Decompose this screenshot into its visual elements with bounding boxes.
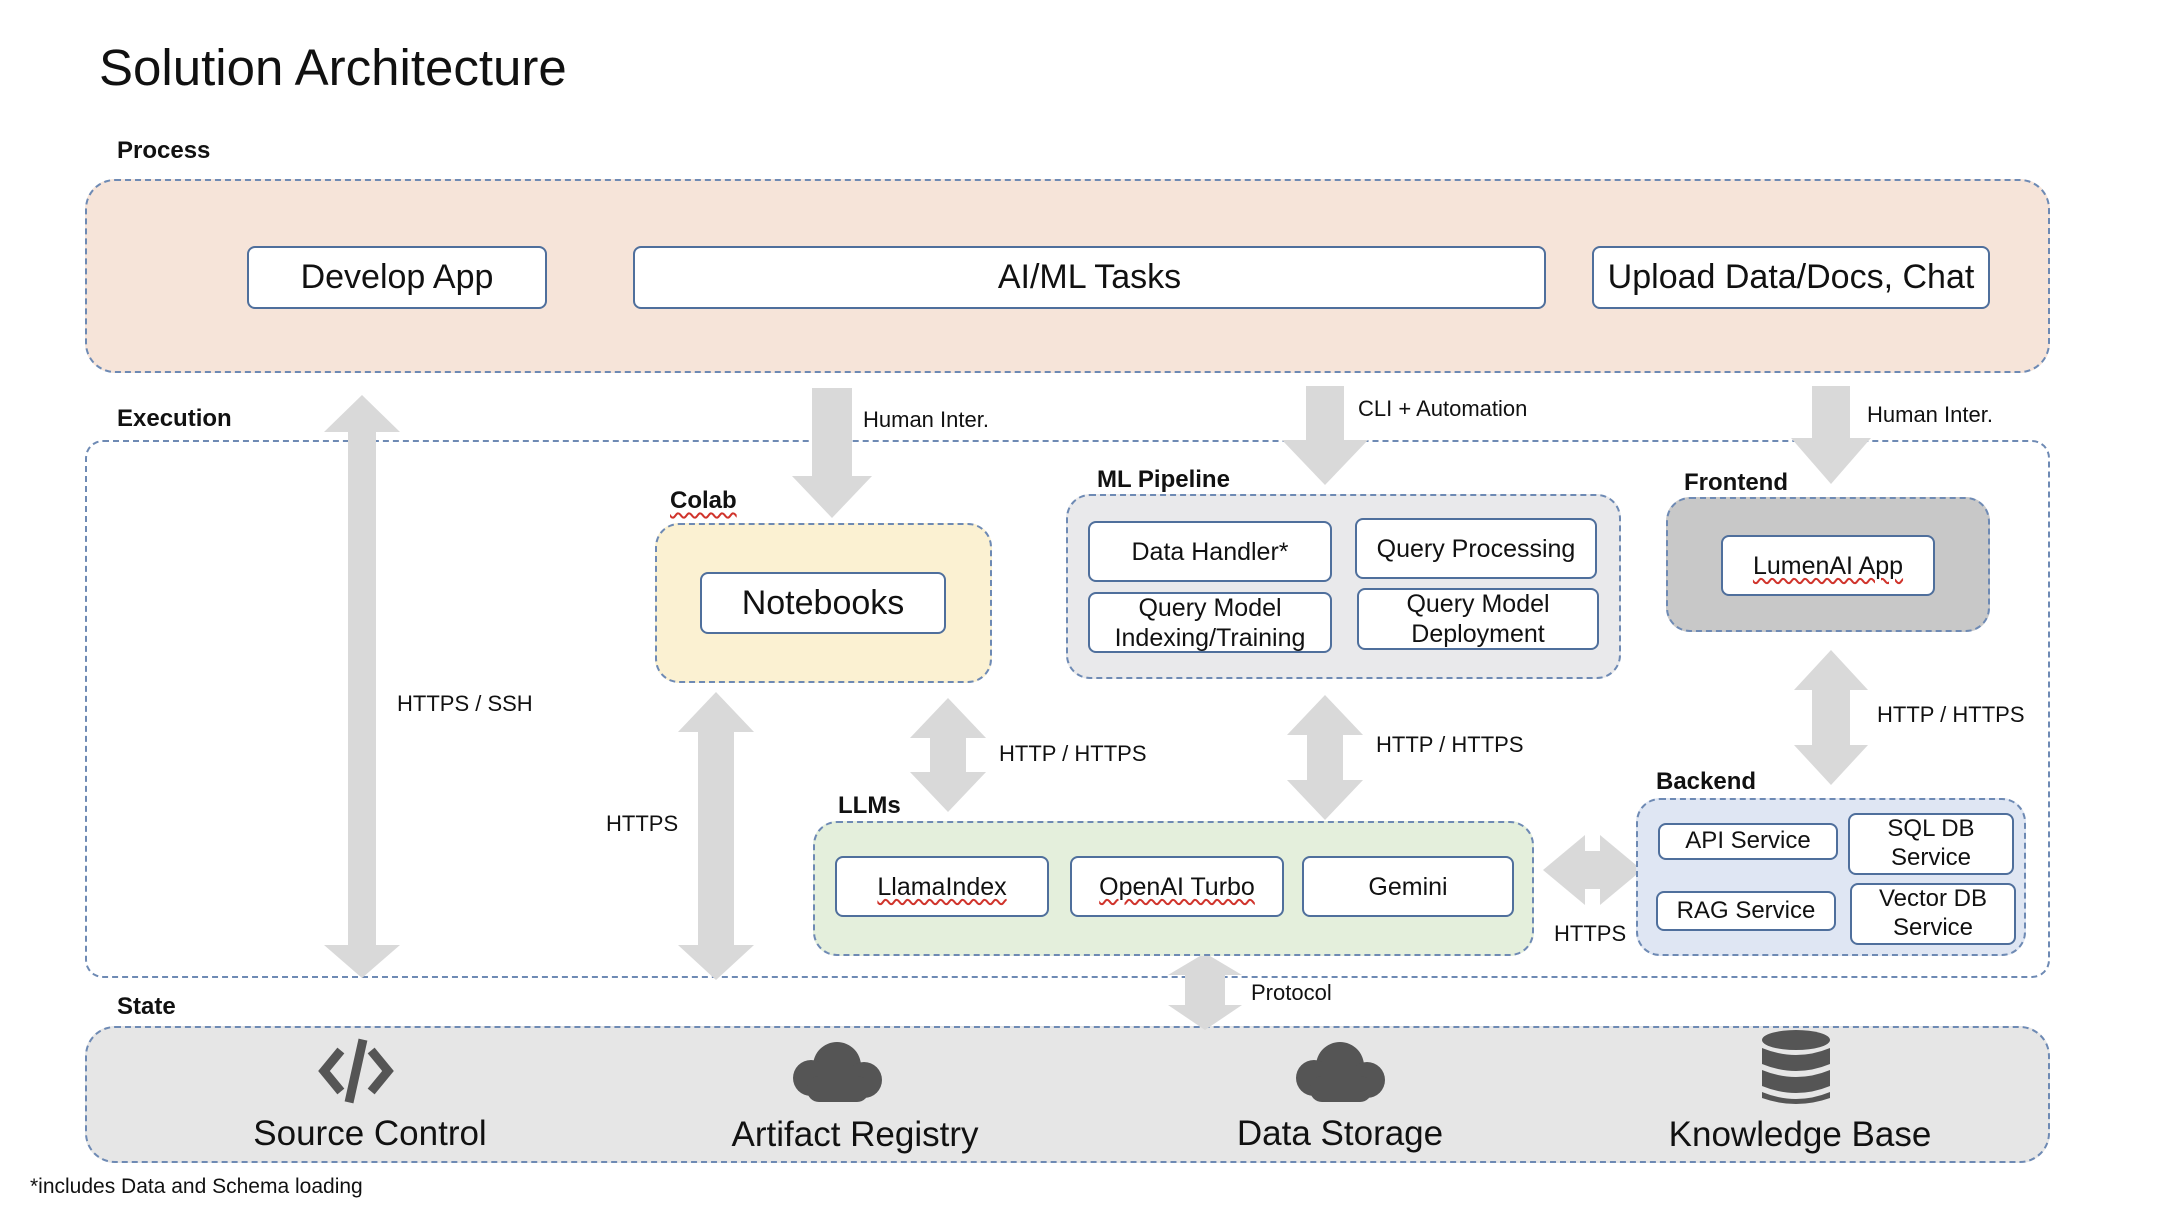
backend-title: Backend xyxy=(1656,768,1757,795)
lumenai-app-label: LumenAI App xyxy=(1752,551,1904,580)
arrow-colab-llms xyxy=(910,698,986,812)
llamaindex-label: LlamaIndex xyxy=(877,872,1007,901)
frontend-title: Frontend xyxy=(1684,469,1788,496)
sql-db-line1: SQL DB xyxy=(1887,815,1975,843)
arrow-llms-state xyxy=(1168,953,1242,1030)
ml-pipeline-title: ML Pipeline xyxy=(1097,466,1230,493)
aiml-tasks-box: AI/ML Tasks xyxy=(633,246,1546,309)
data-storage-label: Data Storage xyxy=(1236,1114,1444,1153)
sql-db-service-box: SQL DB Service xyxy=(1848,813,2014,875)
footnote: *includes Data and Schema loading xyxy=(30,1175,363,1198)
gemini-label: Gemini xyxy=(1368,872,1448,901)
vector-db-line2: Service xyxy=(1892,914,1974,941)
knowledge-base-label: Knowledge Base xyxy=(1668,1115,1932,1154)
query-model-indexing-box: Query Model Indexing/Training xyxy=(1088,592,1332,653)
colab-title: Colab xyxy=(670,487,737,514)
gemini-box: Gemini xyxy=(1302,856,1514,917)
develop-app-box: Develop App xyxy=(247,246,547,309)
openai-turbo-box: OpenAI Turbo xyxy=(1070,856,1284,917)
source-control-label: Source Control xyxy=(253,1114,487,1153)
label-human-inter-colab: Human Inter. xyxy=(863,407,989,432)
label-protocol: Protocol xyxy=(1251,980,1332,1005)
arrow-cli-automation xyxy=(1282,386,1368,485)
notebooks-box: Notebooks xyxy=(700,572,946,634)
label-http-https-backend: HTTP / HTTPS xyxy=(1877,702,2025,727)
api-service-box: API Service xyxy=(1658,823,1838,860)
code-icon xyxy=(318,1038,394,1104)
vector-db-service-box: Vector DB Service xyxy=(1850,883,2016,945)
arrow-llms-backend xyxy=(1543,835,1642,905)
llms-title: LLMs xyxy=(838,792,901,819)
section-label-execution: Execution xyxy=(117,405,232,432)
arrow-human-inter-frontend xyxy=(1791,386,1871,484)
rag-service-box: RAG Service xyxy=(1656,891,1836,931)
upload-chat-box: Upload Data/Docs, Chat xyxy=(1592,246,1990,309)
query-model-deployment-line1: Query Model xyxy=(1406,590,1550,618)
execution-region xyxy=(85,440,2050,978)
query-model-deployment-box: Query Model Deployment xyxy=(1357,588,1599,650)
label-http-https-pipeline: HTTP / HTTPS xyxy=(1376,732,1524,757)
lumenai-app-box: LumenAI App xyxy=(1721,535,1935,596)
cloud-icon xyxy=(793,1042,882,1102)
database-icon xyxy=(1762,1030,1830,1104)
query-model-deployment-line2: Deployment xyxy=(1411,620,1545,648)
arrow-colab-state xyxy=(678,692,754,980)
query-model-indexing-line1: Query Model xyxy=(1138,593,1282,622)
cloud-icon xyxy=(1296,1042,1385,1102)
label-cli-automation: CLI + Automation xyxy=(1358,396,1528,421)
sql-db-line2: Service xyxy=(1890,844,1972,871)
label-https-colab: HTTPS xyxy=(606,811,679,836)
page-title: Solution Architecture xyxy=(99,39,567,96)
openai-turbo-label: OpenAI Turbo xyxy=(1099,872,1255,901)
llamaindex-box: LlamaIndex xyxy=(835,856,1049,917)
arrow-https-ssh xyxy=(324,395,400,978)
query-processing-box: Query Processing xyxy=(1355,518,1597,579)
query-model-indexing-line2: Indexing/Training xyxy=(1114,623,1306,652)
arrow-pipeline-llms xyxy=(1287,695,1363,820)
arrow-human-inter-colab xyxy=(792,388,872,518)
section-label-process: Process xyxy=(117,137,211,164)
arrow-frontend-backend xyxy=(1794,650,1868,785)
section-label-state: State xyxy=(117,993,176,1020)
vector-db-line1: Vector DB xyxy=(1878,885,1988,913)
data-handler-box: Data Handler* xyxy=(1088,521,1332,582)
artifact-registry-label: Artifact Registry xyxy=(731,1115,979,1154)
label-https-ssh: HTTPS / SSH xyxy=(397,691,533,716)
label-human-inter-frontend: Human Inter. xyxy=(1867,402,1993,427)
state-region xyxy=(85,1026,2050,1163)
label-https-llm-backend: HTTPS xyxy=(1554,921,1627,946)
label-http-https-llms: HTTP / HTTPS xyxy=(999,741,1147,766)
